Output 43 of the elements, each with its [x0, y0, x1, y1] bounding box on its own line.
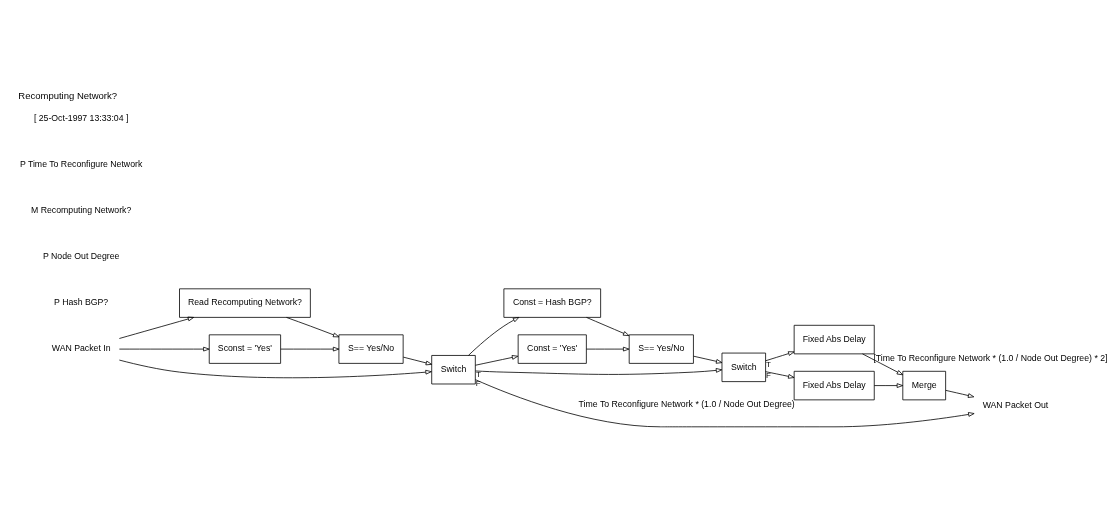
node-box: S== Yes/No — [628, 334, 694, 364]
label: P Time To Reconfigure Network — [20, 159, 143, 170]
arrow — [475, 379, 975, 428]
arrow — [862, 353, 904, 376]
node-label: Time To Reconfigure Network * (1.0 / Node Out Degree) — [578, 398, 795, 409]
node-box: S== Yes/No — [338, 334, 404, 364]
node-box: Switch — [431, 355, 476, 385]
arrow — [693, 355, 723, 364]
node-label: [Time To Reconfigure Network * (1.0 / Node Out Degree) * 2] — [873, 352, 1108, 363]
arrow — [118, 346, 210, 352]
diagram-title: Recomputing Network? — [18, 89, 118, 101]
arrow — [586, 317, 630, 336]
arrow — [873, 383, 904, 388]
node-box: Read Recomputing Network? — [179, 288, 311, 318]
edge-label: T — [765, 360, 771, 370]
node-box: Sconst = 'Yes' — [208, 334, 281, 364]
arrow — [475, 368, 723, 375]
label: P Node Out Degree — [42, 251, 120, 262]
arrow — [280, 346, 340, 352]
node-box: Fixed Abs Delay — [793, 370, 875, 401]
arrow — [586, 346, 630, 352]
arrow — [286, 317, 340, 338]
edge-label: F — [765, 371, 771, 381]
node-box: Const = 'Yes' — [517, 334, 587, 364]
node-box: Const = Hash BGP? — [503, 288, 602, 318]
arrow — [402, 356, 433, 366]
arrow — [118, 316, 195, 339]
arrow — [475, 355, 519, 366]
arrow — [118, 359, 432, 379]
arrow — [945, 389, 975, 398]
arrow — [765, 371, 795, 379]
node-text: WAN Packet In — [51, 343, 111, 354]
node-text: WAN Packet Out — [982, 400, 1049, 411]
label: M Recomputing Network? — [31, 205, 132, 216]
edge-label: T — [475, 370, 481, 380]
arrow — [765, 351, 795, 362]
node-box: Fixed Abs Delay — [793, 324, 875, 355]
node-box: Merge — [902, 370, 947, 401]
edge-label: F — [475, 379, 481, 389]
node-box: Switch — [721, 352, 766, 382]
arrow — [468, 317, 520, 356]
label: P Hash BGP? — [54, 297, 109, 308]
label: [ 25-Oct-1997 13:33:04 ] — [33, 113, 129, 124]
